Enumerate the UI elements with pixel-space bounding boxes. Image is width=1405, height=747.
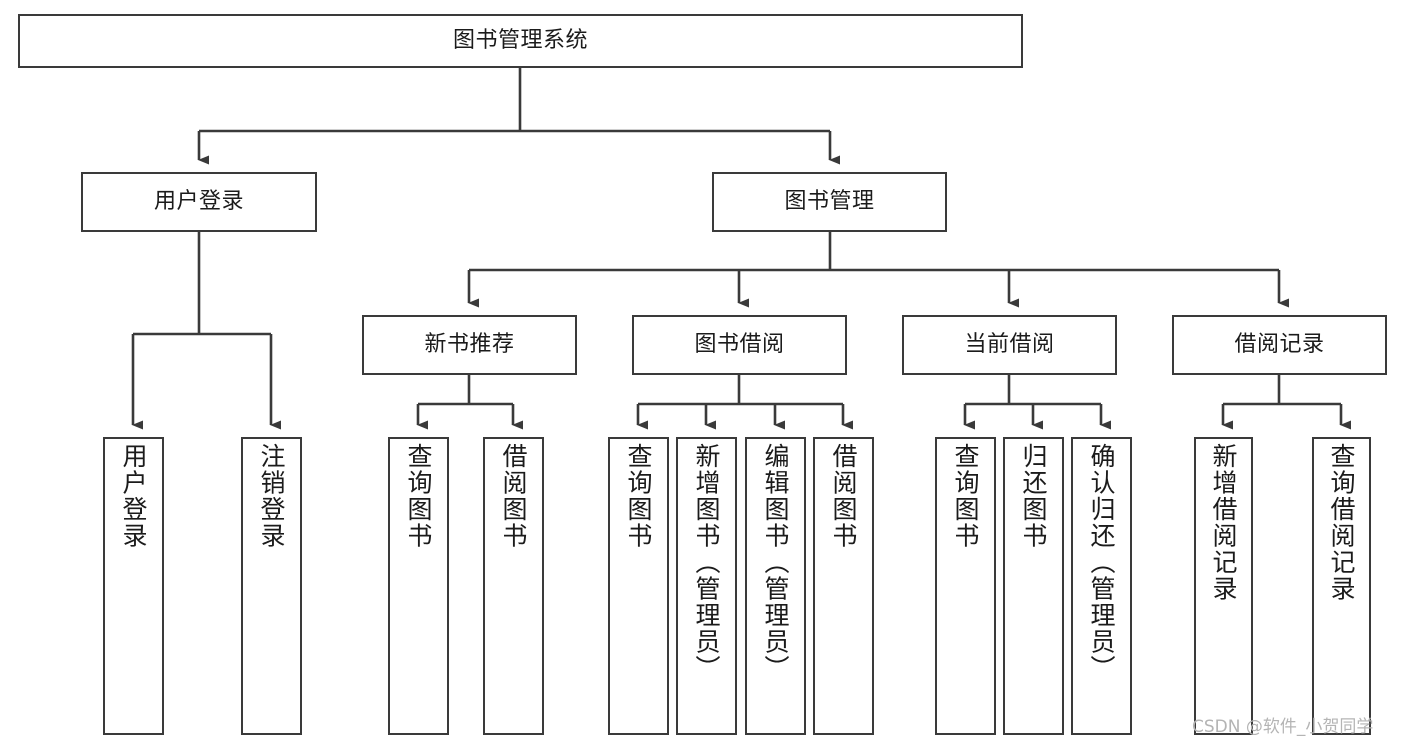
node-leaf-user-login[interactable]: 用户登录 xyxy=(103,437,164,735)
node-leaf-confirm-return[interactable]: 确认归还（管理员） xyxy=(1071,437,1132,735)
node-leaf-query-book-2[interactable]: 查询图书 xyxy=(608,437,669,735)
node-leaf-add-book[interactable]: 新增图书（管理员） xyxy=(676,437,737,735)
node-leaf-query-book-1-label: 查询图书 xyxy=(404,443,433,549)
node-root-system-label: 图书管理系统 xyxy=(452,27,588,53)
node-leaf-edit-book-label: 编辑图书（管理员） xyxy=(761,443,790,682)
node-leaf-query-book-3[interactable]: 查询图书 xyxy=(935,437,996,735)
node-leaf-return-book[interactable]: 归还图书 xyxy=(1003,437,1064,735)
node-leaf-add-book-label: 新增图书（管理员） xyxy=(692,443,721,682)
node-leaf-query-record-label: 查询借阅记录 xyxy=(1327,443,1356,602)
node-book-borrow[interactable]: 图书借阅 xyxy=(632,315,847,375)
node-leaf-borrow-book-2[interactable]: 借阅图书 xyxy=(813,437,874,735)
node-new-book-recommend[interactable]: 新书推荐 xyxy=(362,315,577,375)
node-current-borrow[interactable]: 当前借阅 xyxy=(902,315,1117,375)
node-user-login[interactable]: 用户登录 xyxy=(81,172,317,232)
node-leaf-query-book-2-label: 查询图书 xyxy=(624,443,653,549)
node-leaf-logout-login-label: 注销登录 xyxy=(257,443,286,549)
node-new-book-recommend-label: 新书推荐 xyxy=(424,331,515,357)
node-leaf-borrow-book-1[interactable]: 借阅图书 xyxy=(483,437,544,735)
node-user-login-label: 用户登录 xyxy=(153,188,244,214)
node-book-management[interactable]: 图书管理 xyxy=(712,172,947,232)
node-leaf-query-book-1[interactable]: 查询图书 xyxy=(388,437,449,735)
node-book-borrow-label: 图书借阅 xyxy=(694,331,785,357)
node-leaf-query-record[interactable]: 查询借阅记录 xyxy=(1312,437,1371,735)
node-leaf-confirm-return-label: 确认归还（管理员） xyxy=(1087,443,1116,682)
node-leaf-borrow-book-1-label: 借阅图书 xyxy=(499,443,528,549)
node-leaf-add-record[interactable]: 新增借阅记录 xyxy=(1194,437,1253,735)
node-leaf-query-book-3-label: 查询图书 xyxy=(951,443,980,549)
node-borrow-record-label: 借阅记录 xyxy=(1234,331,1325,357)
node-book-management-label: 图书管理 xyxy=(784,188,875,214)
node-borrow-record[interactable]: 借阅记录 xyxy=(1172,315,1387,375)
node-leaf-return-book-label: 归还图书 xyxy=(1019,443,1048,549)
node-leaf-logout-login[interactable]: 注销登录 xyxy=(241,437,302,735)
node-leaf-borrow-book-2-label: 借阅图书 xyxy=(829,443,858,549)
node-leaf-user-login-label: 用户登录 xyxy=(119,443,148,549)
node-current-borrow-label: 当前借阅 xyxy=(964,331,1055,357)
node-leaf-edit-book[interactable]: 编辑图书（管理员） xyxy=(745,437,806,735)
node-leaf-add-record-label: 新增借阅记录 xyxy=(1209,443,1238,602)
node-root-system[interactable]: 图书管理系统 xyxy=(18,14,1023,68)
